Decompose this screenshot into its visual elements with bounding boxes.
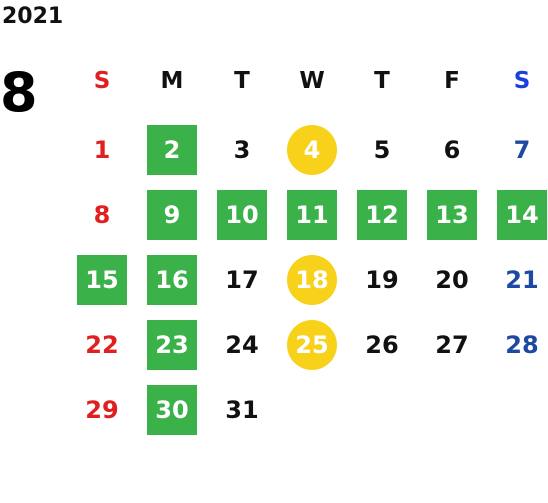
- day-cell[interactable]: 31: [225, 396, 259, 424]
- day-cell[interactable]: 26: [365, 331, 399, 359]
- weekday-sat: S: [513, 68, 531, 94]
- day-cell[interactable]: 7: [513, 136, 531, 164]
- day-cell[interactable]: 10: [217, 190, 267, 240]
- day-cell[interactable]: 17: [225, 266, 259, 294]
- weekday-wed: W: [299, 68, 325, 94]
- day-cell[interactable]: 24: [225, 331, 259, 359]
- day-cell[interactable]: 22: [85, 331, 119, 359]
- day-cell[interactable]: 3: [233, 136, 251, 164]
- weekday-thu: T: [374, 68, 390, 94]
- day-cell[interactable]: 13: [427, 190, 477, 240]
- weekday-tue: T: [234, 68, 250, 94]
- day-cell[interactable]: 25: [287, 320, 337, 370]
- day-cell[interactable]: 16: [147, 255, 197, 305]
- day-cell[interactable]: 23: [147, 320, 197, 370]
- day-cell[interactable]: 19: [365, 266, 399, 294]
- day-cell[interactable]: 5: [373, 136, 391, 164]
- day-cell[interactable]: 18: [287, 255, 337, 305]
- day-cell[interactable]: 30: [147, 385, 197, 435]
- day-cell[interactable]: 21: [505, 266, 539, 294]
- day-cell[interactable]: 15: [77, 255, 127, 305]
- weekday-mon: M: [160, 68, 184, 94]
- day-cell[interactable]: 11: [287, 190, 337, 240]
- day-cell[interactable]: 2: [147, 125, 197, 175]
- day-cell[interactable]: 12: [357, 190, 407, 240]
- day-cell[interactable]: 14: [497, 190, 547, 240]
- day-cell[interactable]: 9: [147, 190, 197, 240]
- day-cell[interactable]: 4: [287, 125, 337, 175]
- day-cell[interactable]: 28: [505, 331, 539, 359]
- day-cell[interactable]: 20: [435, 266, 469, 294]
- year-label: 2021: [2, 4, 64, 29]
- day-cell[interactable]: 29: [85, 396, 119, 424]
- weekday-sun: S: [93, 68, 111, 94]
- day-cell[interactable]: 6: [443, 136, 461, 164]
- month-number: 8: [0, 61, 38, 124]
- day-cell[interactable]: 27: [435, 331, 469, 359]
- day-cell[interactable]: 8: [93, 201, 111, 229]
- day-cell[interactable]: 1: [93, 136, 111, 164]
- weekday-fri: F: [444, 68, 460, 94]
